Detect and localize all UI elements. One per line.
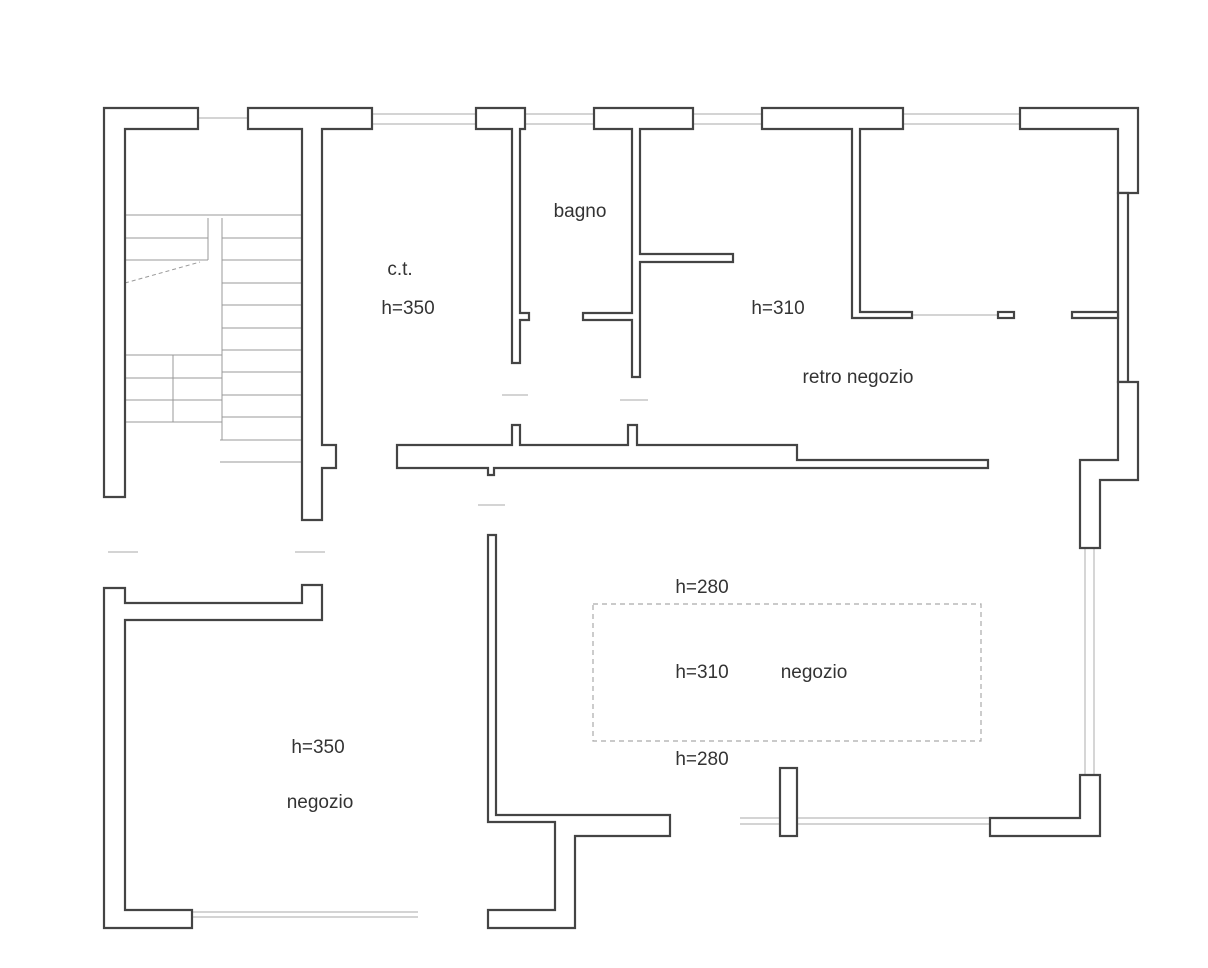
wall	[988, 773, 1102, 838]
wall	[581, 106, 735, 379]
room-label-ct: c.t.	[387, 259, 413, 280]
wall	[1078, 380, 1140, 550]
wall	[486, 533, 672, 930]
room-label-shop-right: negozio	[780, 662, 848, 683]
wall	[246, 106, 374, 522]
room-height-shop-left: h=350	[291, 737, 345, 758]
room-height-retro: h=310	[751, 298, 805, 319]
walls	[102, 106, 1140, 930]
room-height-shop-mid: h=310	[675, 662, 729, 683]
staircase	[124, 214, 302, 463]
wall	[1018, 106, 1140, 195]
room-height-ct: h=350	[381, 298, 435, 319]
room-label-bagno: bagno	[553, 201, 607, 222]
room-height-shop-top: h=280	[675, 577, 729, 598]
room-label-shop-left: negozio	[286, 792, 354, 813]
wall	[1070, 310, 1120, 320]
wall	[102, 106, 200, 499]
window-lines	[108, 113, 1095, 918]
room-height-shop-bottom: h=280	[675, 749, 729, 770]
wall	[1116, 191, 1130, 384]
wall	[996, 310, 1016, 320]
pillar	[778, 766, 799, 838]
wall	[395, 423, 990, 477]
room-label-retro: retro negozio	[802, 367, 914, 388]
wall	[760, 106, 914, 320]
ceiling-outline	[592, 603, 982, 742]
wall	[474, 106, 531, 365]
wall	[102, 583, 324, 930]
